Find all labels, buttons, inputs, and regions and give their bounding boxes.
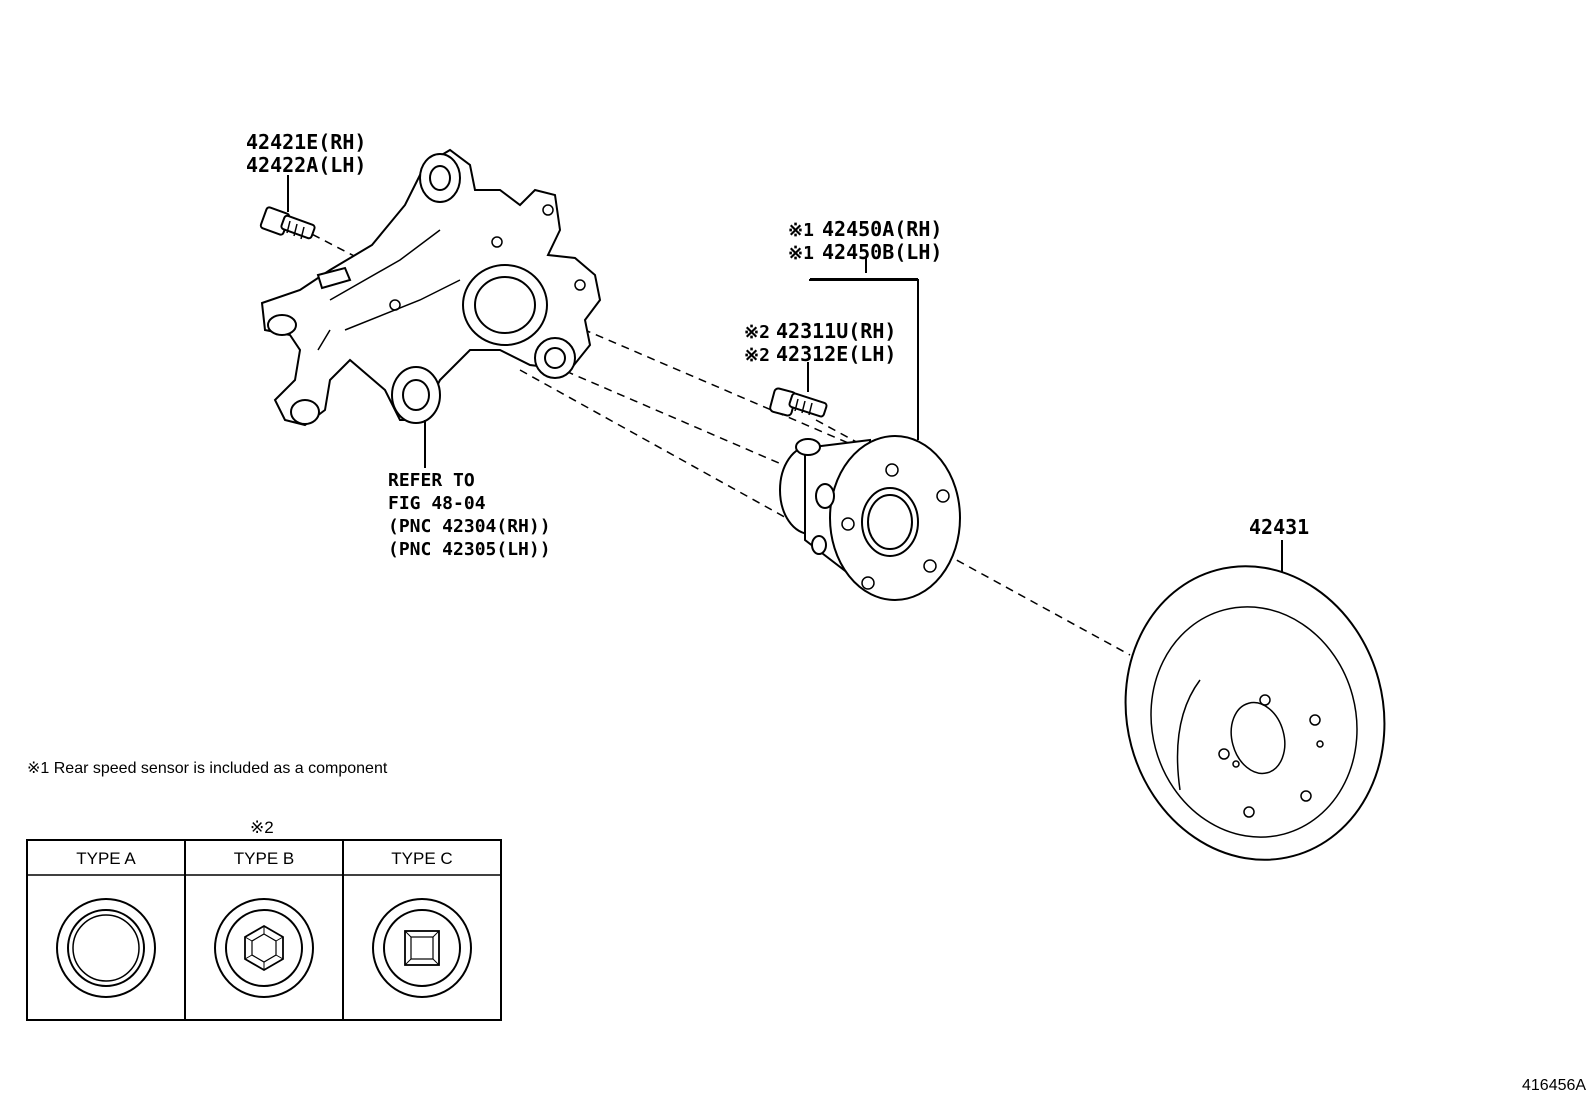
knuckle-bolt bbox=[259, 206, 316, 240]
illustration-id: 416456A bbox=[1522, 1077, 1586, 1094]
hub-bolt bbox=[769, 387, 828, 418]
type-c-header: TYPE C bbox=[391, 849, 452, 868]
callout-hub-lh-mark: ※1 bbox=[788, 243, 814, 264]
brake-disc bbox=[1124, 565, 1386, 861]
callout-hub-rh-mark: ※1 bbox=[788, 220, 814, 241]
callout-hub-lh: 42450B(LH) bbox=[822, 240, 942, 264]
leader-lines bbox=[287, 175, 1283, 572]
knuckle-illustration bbox=[260, 148, 602, 427]
types-table-mark: ※2 bbox=[250, 818, 274, 837]
callout-stud-rh: 42311U(RH) bbox=[776, 319, 896, 343]
refer-line-4: (PNC 42305(LH)) bbox=[388, 539, 551, 560]
callout-bolt-rh: 42421E(RH) bbox=[246, 130, 366, 154]
type-b-header: TYPE B bbox=[234, 849, 294, 868]
callout-bolt-lh: 42422A(LH) bbox=[246, 153, 366, 177]
footnote: ※1 Rear speed sensor is included as a co… bbox=[27, 760, 388, 777]
types-table: ※2 TYPE A TYPE B TYPE C bbox=[26, 818, 502, 1021]
callout-stud-lh: 42312E(LH) bbox=[776, 342, 896, 366]
type-a-header: TYPE A bbox=[76, 849, 136, 868]
type-c-square-cap-icon bbox=[372, 898, 472, 998]
callout-hub-rh: 42450A(RH) bbox=[822, 217, 942, 241]
refer-line-3: (PNC 42304(RH)) bbox=[388, 516, 551, 537]
hub-bearing-assembly bbox=[779, 435, 961, 601]
callout-stud-rh-mark: ※2 bbox=[744, 322, 770, 343]
type-b-hex-cap-icon bbox=[214, 898, 314, 998]
callout-stud-lh-mark: ※2 bbox=[744, 345, 770, 366]
refer-line-1: REFER TO bbox=[388, 470, 475, 491]
callout-disc: 42431 bbox=[1249, 515, 1309, 539]
refer-line-2: FIG 48-04 bbox=[388, 493, 486, 514]
type-a-cap-icon bbox=[56, 898, 156, 998]
